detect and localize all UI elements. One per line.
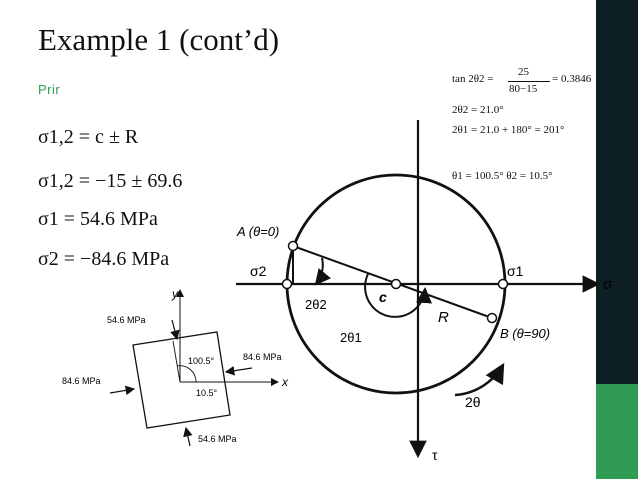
arrow-bottom-stress bbox=[183, 426, 193, 447]
equation-sigma1: σ1 = 54.6 MPa bbox=[38, 208, 158, 230]
calc-theta-values: θ1 = 100.5° θ2 = 10.5° bbox=[452, 170, 553, 182]
arc-2theta2 bbox=[314, 257, 332, 286]
label-element-y: y bbox=[171, 287, 179, 301]
label-top-stress: 54.6 MPa bbox=[107, 315, 146, 325]
label-2theta: 2θ bbox=[465, 394, 481, 410]
label-point-B: B (θ=90) bbox=[500, 326, 550, 341]
arc-2theta1 bbox=[364, 273, 432, 318]
stress-element-group: y x 54.6 MPa 84.6 MPa 84.6 MPa 54.6 MPa … bbox=[62, 287, 289, 447]
equation-sigma2: σ2 = −84.6 MPa bbox=[38, 248, 170, 270]
label-sigma2: σ2 bbox=[250, 263, 267, 279]
calc-tan-rhs: = 0.3846 bbox=[552, 73, 592, 85]
equation-sigma12-values: σ1,2 = −15 ± 69.6 bbox=[38, 170, 183, 192]
label-angle-10: 10.5° bbox=[196, 388, 218, 398]
label-2theta2: 2θ2 bbox=[305, 297, 327, 312]
point-A bbox=[287, 240, 299, 252]
label-angle-100: 100.5° bbox=[188, 356, 215, 366]
calc-tan-numerator: 25 bbox=[518, 66, 529, 78]
sigma1-direction-line bbox=[172, 340, 181, 383]
label-tau-axis: τ bbox=[432, 447, 438, 463]
label-point-A: A (θ=0) bbox=[236, 224, 279, 239]
point-center-c bbox=[390, 278, 402, 290]
equation-sigma12-c-R: σ1,2 = c ± R bbox=[38, 126, 139, 148]
label-bottom-stress: 54.6 MPa bbox=[198, 434, 237, 444]
point-sigma1 bbox=[497, 278, 509, 290]
calc-2theta2: 2θ2 = 21.0° bbox=[452, 104, 504, 116]
angle-arc-100 bbox=[176, 365, 197, 383]
calc-2theta1: 2θ1 = 21.0 + 180° = 201° bbox=[452, 124, 565, 136]
rotated-element-square bbox=[132, 331, 231, 429]
label-center-c: c bbox=[379, 289, 387, 305]
label-right-stress: 84.6 MPa bbox=[243, 352, 282, 362]
label-left-stress: 84.6 MPa bbox=[62, 376, 101, 386]
label-element-x: x bbox=[281, 375, 289, 389]
point-sigma2 bbox=[281, 278, 293, 290]
arrow-right-stress bbox=[224, 365, 253, 376]
label-radius-R: R bbox=[438, 309, 449, 326]
slide-subtitle: Prir bbox=[38, 82, 61, 97]
label-sigma1: σ1 bbox=[507, 263, 524, 279]
label-sigma-axis: σ bbox=[603, 276, 613, 293]
right-accent-bar bbox=[596, 384, 638, 479]
arrow-top-stress bbox=[170, 319, 180, 341]
calc-tan-denominator: 80−15 bbox=[509, 83, 538, 95]
calc-fraction-bar bbox=[508, 81, 550, 82]
calc-tan-lhs: tan 2θ2 = bbox=[452, 73, 494, 85]
arrow-left-stress bbox=[109, 385, 136, 396]
point-B bbox=[486, 312, 498, 324]
label-2theta1: 2θ1 bbox=[340, 330, 362, 345]
arc-2theta bbox=[454, 362, 505, 397]
slide-title: Example 1 (cont’d) bbox=[38, 22, 280, 57]
